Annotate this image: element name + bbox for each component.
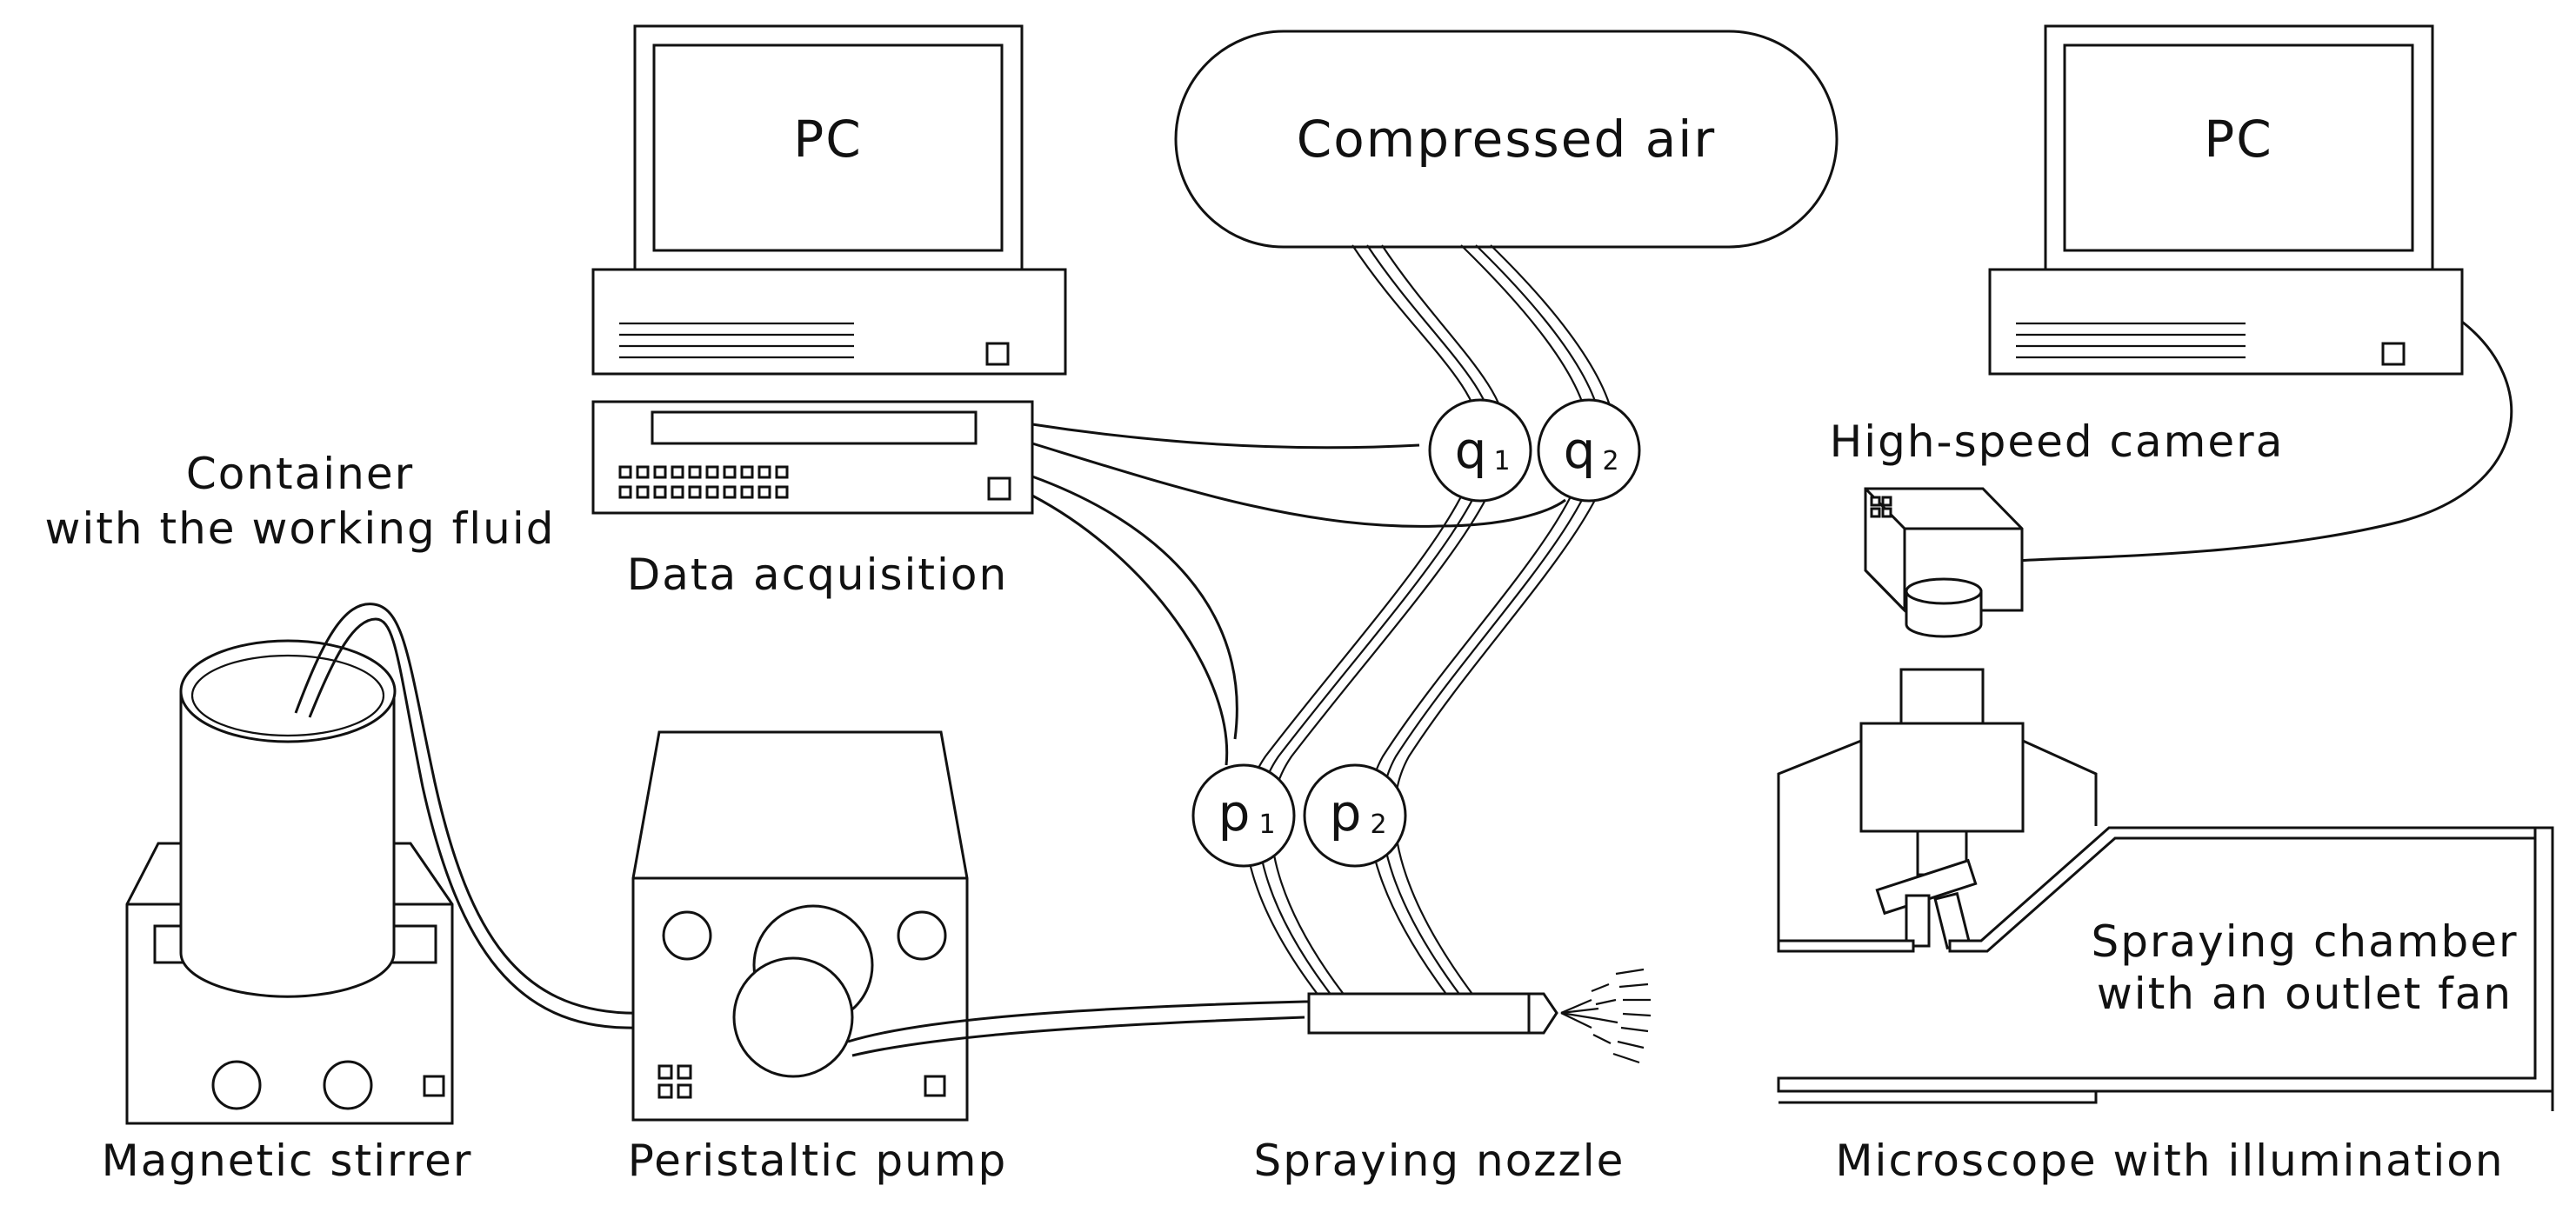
gauge-p1-label: p — [1218, 783, 1252, 843]
daq-wires — [1031, 423, 1566, 766]
daq-label: Data acquisition — [627, 550, 1008, 600]
container-label-line2: with the working fluid — [45, 503, 556, 554]
pc-left-screen — [652, 43, 1004, 252]
gauge-q1-circle — [1428, 398, 1532, 503]
gauge-q1: q 1 — [1428, 398, 1532, 503]
chamber-wall-left — [1777, 939, 1915, 953]
gauge-q2-circle — [1537, 398, 1641, 503]
stirrer-button-icon — [423, 1075, 445, 1097]
gauge-p1-sub: 1 — [1258, 809, 1275, 840]
fluid-container — [179, 603, 749, 1032]
daq-button-icon — [987, 476, 1011, 501]
camera-label: High-speed camera — [1830, 416, 2285, 467]
pc-right-label: PC — [2204, 110, 2272, 169]
gauge-p2-sub: 2 — [1370, 809, 1386, 840]
microscope — [1777, 668, 2098, 950]
microscope-lens-left — [1905, 894, 1931, 948]
daq-keypad-icon — [618, 465, 789, 499]
microscope-label: Microscope with illumination — [1835, 1136, 2504, 1186]
chamber-wall-bottom — [1777, 826, 2554, 1093]
peristaltic-pump — [631, 730, 1309, 1122]
spraying-chamber: Spraying chamber with an outlet fan — [1777, 826, 2554, 1111]
chamber-label-line1: Spraying chamber — [2091, 916, 2518, 967]
pump-button-icon — [924, 1075, 946, 1097]
air-line-2 — [1367, 244, 1617, 1001]
air-line-1 — [1244, 244, 1508, 1001]
pc-right-button-icon — [2381, 342, 2406, 366]
gauge-q2-sub: 2 — [1602, 446, 1618, 476]
pump-screw-right — [897, 910, 947, 961]
daq-display — [651, 410, 978, 445]
gauge-p1: p 1 — [1191, 763, 1296, 868]
gauge-q2-label: q — [1564, 421, 1598, 480]
pc-left: PC — [591, 24, 1067, 376]
gauge-p2-circle — [1303, 763, 1407, 868]
nozzle-label: Spraying nozzle — [1254, 1136, 1625, 1186]
compressed-air-shape — [1174, 30, 1839, 249]
pump-buttons-icon — [657, 1064, 692, 1099]
gauge-p1-circle — [1191, 763, 1296, 868]
pump-label: Peristaltic pump — [628, 1136, 1008, 1186]
gauge-q1-label: q — [1455, 421, 1489, 480]
spraying-nozzle — [1307, 968, 1652, 1064]
compressed-air-label: Compressed air — [1297, 110, 1716, 169]
microscope-head — [1859, 722, 2025, 833]
stirrer-label: Magnetic stirrer — [102, 1136, 473, 1186]
nozzle-body — [1307, 992, 1531, 1035]
spray-icon — [1560, 968, 1652, 1064]
container-rim — [179, 639, 397, 743]
chamber-label-line2: with an outlet fan — [2097, 969, 2513, 1019]
high-speed-camera — [1864, 487, 2024, 638]
pc-right: PC — [1988, 24, 2513, 563]
stirrer-knob-1 — [211, 1060, 262, 1110]
compressed-air-tank: Compressed air — [1174, 30, 1839, 249]
gauge-p2-label: p — [1330, 783, 1364, 843]
gauge-q2: q 2 — [1537, 398, 1641, 503]
gauge-p2: p 2 — [1303, 763, 1407, 868]
gauge-q1-sub: 1 — [1493, 446, 1510, 476]
camera-icon — [1870, 496, 1892, 518]
data-acquisition-unit: Data acquisition — [591, 400, 1034, 600]
pc-left-button-icon — [985, 342, 1010, 366]
container-body — [179, 691, 396, 998]
pump-screw-left — [662, 910, 712, 961]
container-label-line1: Container — [186, 449, 414, 499]
pc-right-screen — [2063, 43, 2414, 252]
pump-rotor-front — [732, 956, 854, 1078]
pc-left-label: PC — [793, 110, 862, 169]
microscope-eyepiece — [1899, 668, 1985, 725]
nozzle-tip — [1527, 992, 1558, 1035]
stirrer-knob-2 — [323, 1060, 373, 1110]
